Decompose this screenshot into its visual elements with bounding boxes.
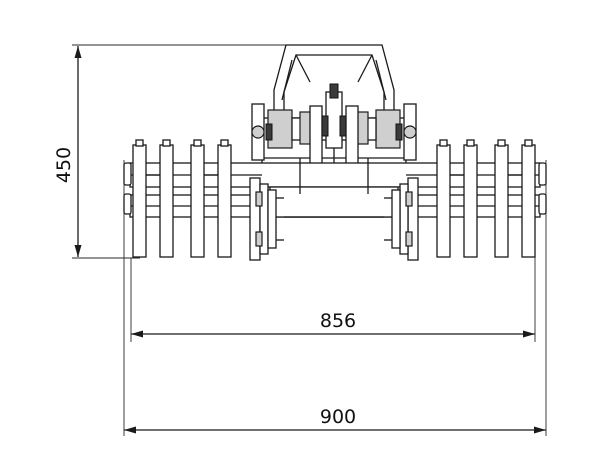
left-tines [132,139,232,258]
inner-width-label: 856 [320,310,356,332]
right-hub-assembly [384,177,419,261]
right-tines [436,139,536,258]
inner-width-dimension: 856 [130,210,536,342]
height-dimension: 450 [53,44,290,259]
outer-width-label: 900 [320,406,356,428]
machine-drawing [123,44,547,261]
height-dimension-label: 450 [53,147,75,183]
center-lower-links [284,158,384,218]
axle-end-caps [123,162,547,215]
left-hub-assembly [249,177,284,261]
